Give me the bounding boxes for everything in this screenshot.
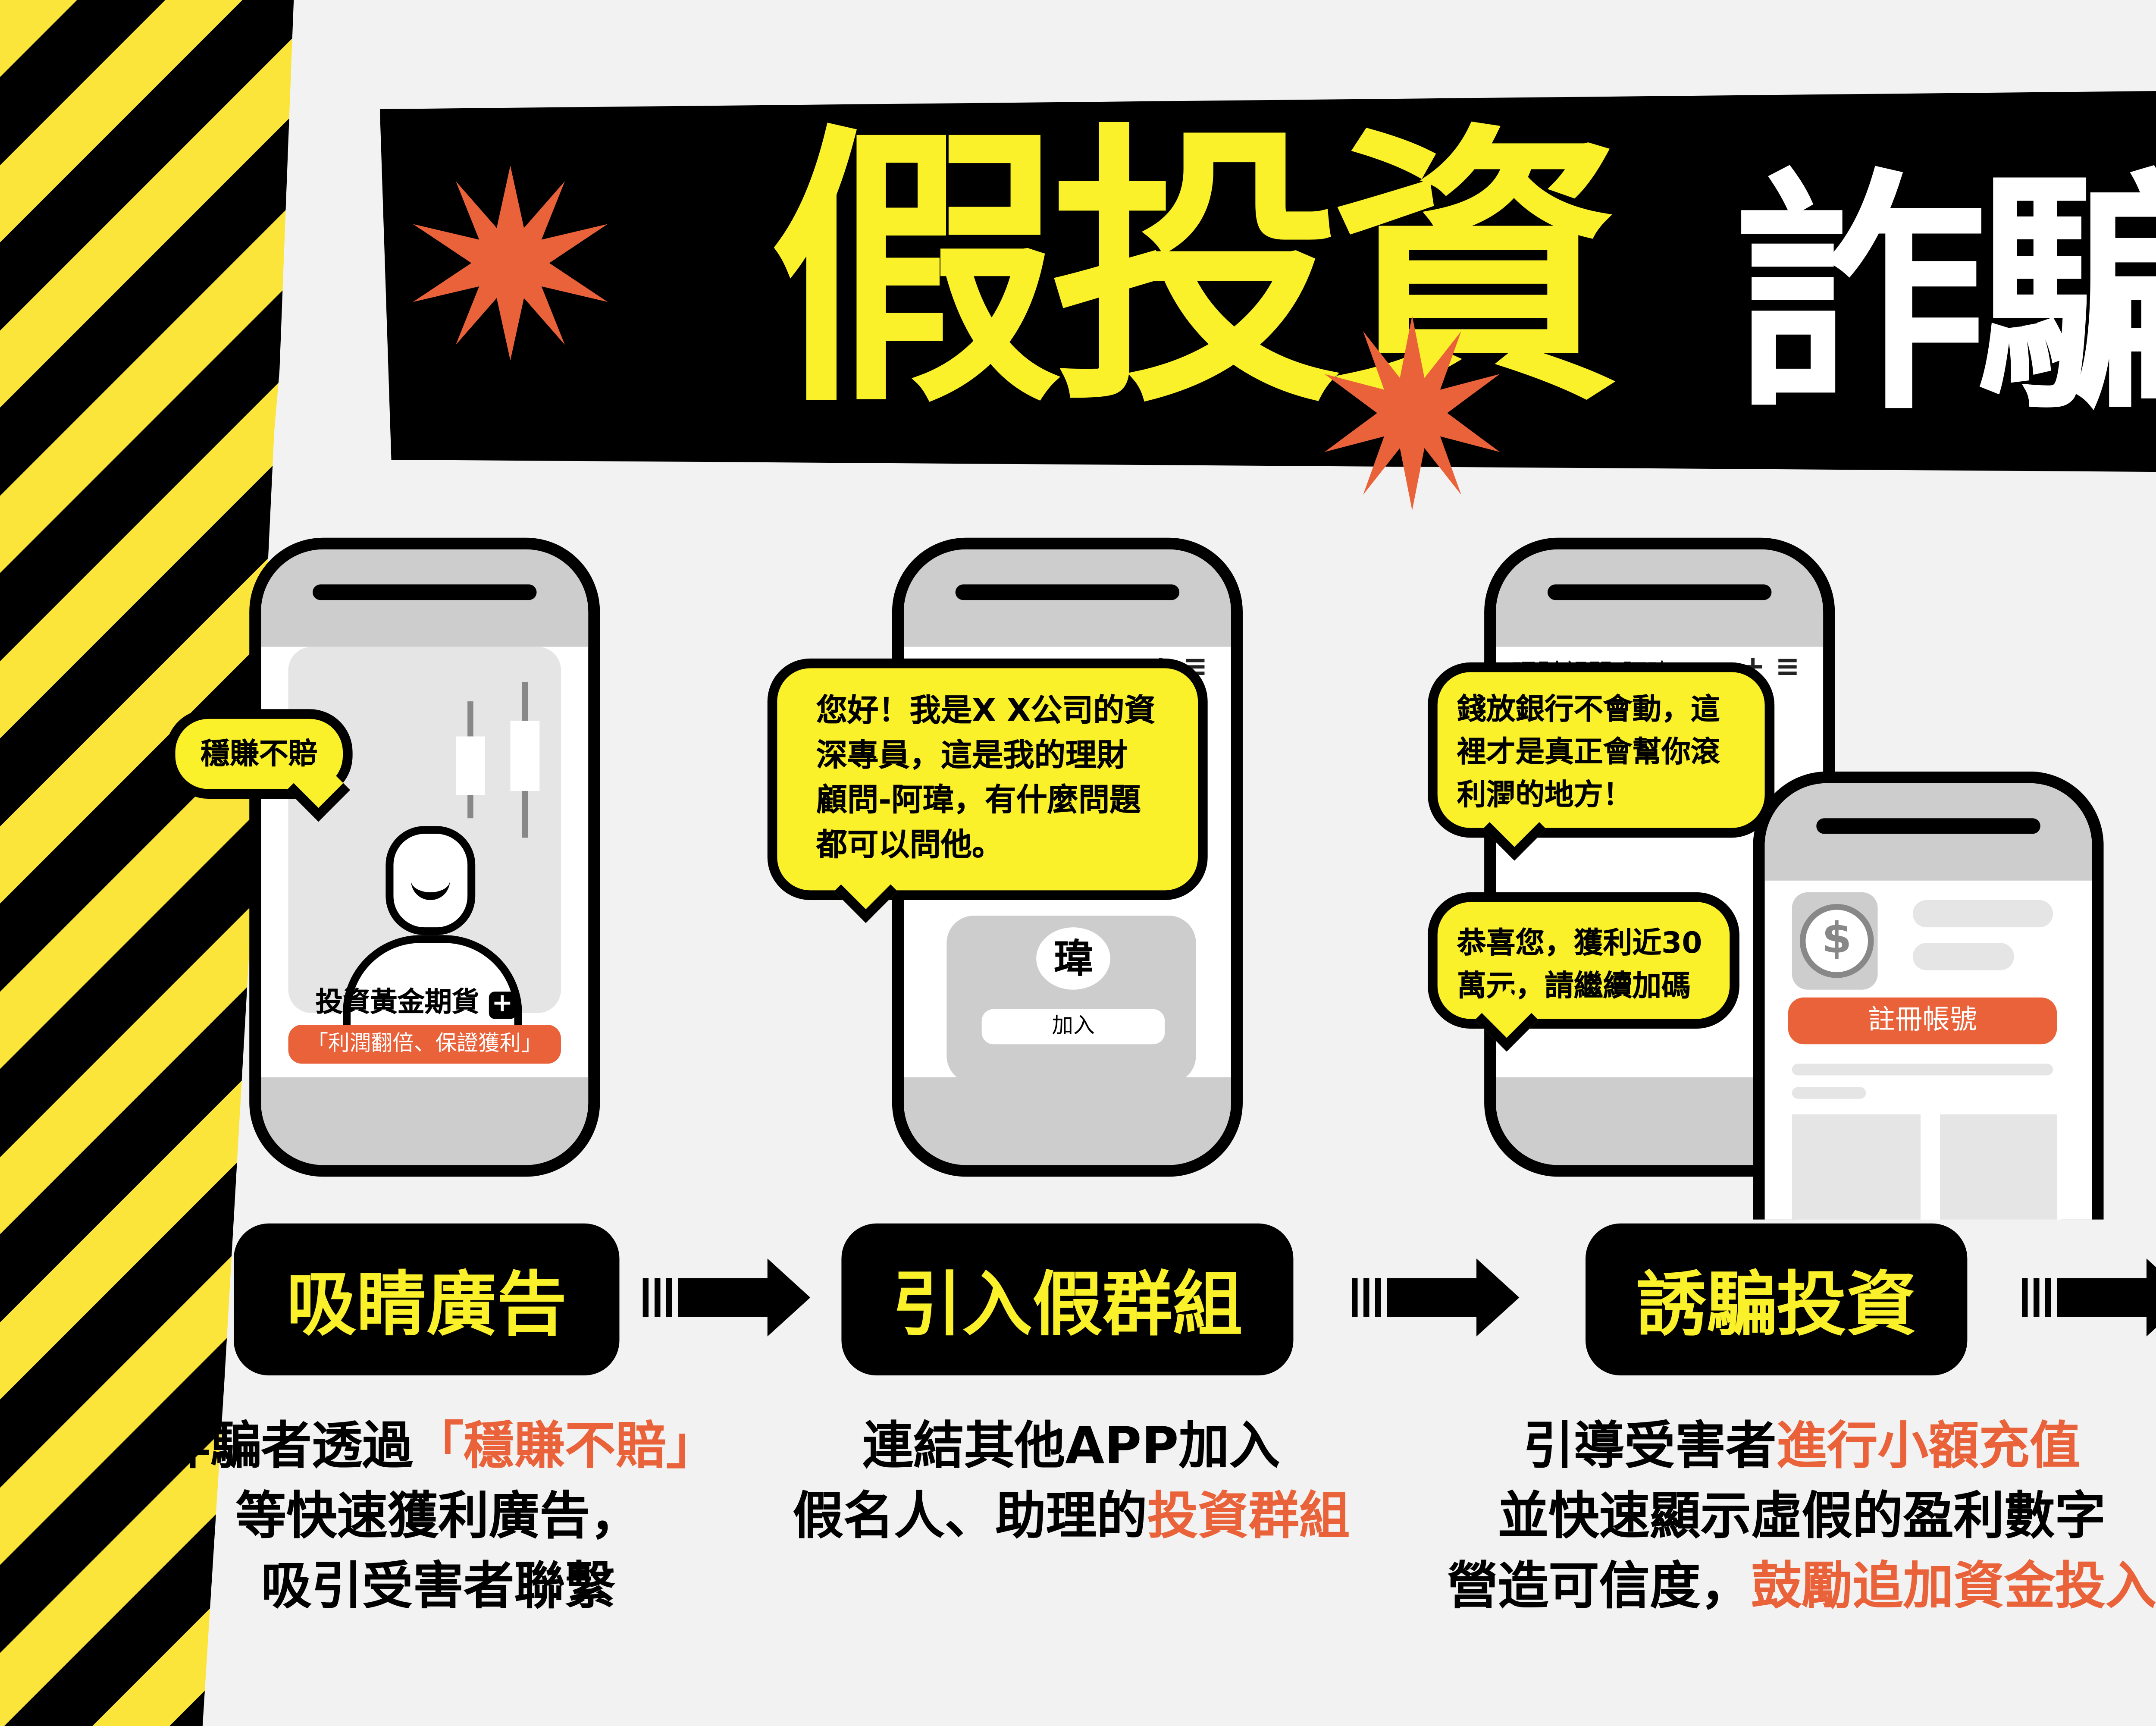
arrow-right-icon	[1351, 1258, 1527, 1337]
title-banner	[379, 85, 2156, 476]
candlestick	[510, 721, 540, 791]
ad-title: 投資黃金期貨	[315, 988, 479, 1019]
step-1-attractive-ad: 吸睛廣告	[234, 1223, 620, 1376]
phone-notch	[313, 584, 537, 600]
arrow-right-icon	[642, 1258, 818, 1337]
join-button[interactable]: 加入	[981, 1009, 1165, 1045]
speech-bubble: 錢放銀行不會動，這 裡才是真正會幫你滾 利潤的地方！	[1428, 662, 1775, 861]
title-fake-investment: 假投資	[769, 103, 1623, 442]
arrow-right-icon	[2021, 1258, 2156, 1337]
ad-tagline: 「利潤翻倍、保證獲利」	[288, 1025, 561, 1064]
phone-ad: 投資黃金期貨 + 「利潤翻倍、保證獲利」	[249, 537, 600, 1177]
step-3-description: 引導受害者進行小額充值 並快速顯示虛假的盈利數字 營造可信度，鼓勵追加資金投入	[1447, 1418, 2156, 1617]
smile	[411, 877, 450, 900]
phone-notch	[1547, 584, 1772, 600]
avatar: 瑋	[1036, 927, 1110, 990]
phone-notch	[955, 584, 1180, 600]
title-fraud: 詐騙	[1733, 148, 2156, 444]
step-1-description: 詐騙者透過「穩賺不賠」 等快速獲利廣告， 吸引受害者聯繫	[160, 1418, 717, 1617]
step-2-fake-group: 引入假群組	[841, 1223, 1294, 1376]
group-card: 瑋 加入	[946, 916, 1196, 1083]
candlestick	[456, 736, 485, 795]
step-2-description: 連結其他APP加入 假名人、助理的投資群組	[793, 1418, 1350, 1547]
dollar-icon: $	[1799, 904, 1874, 978]
phone-investment-app: $ 註冊帳號	[1753, 771, 2104, 1220]
speech-bubble: 穩賺不賠	[165, 709, 353, 822]
ad-image	[288, 646, 561, 1048]
step-3-lure-investment: 誘騙投資	[1586, 1223, 1968, 1376]
speech-bubble: 恭喜您，獲利近30 萬元，請繼續加碼	[1428, 892, 1739, 1052]
speech-bubble: 您好！我是X X公司的資 深專員，這是我的理財 顧問-阿瑋，有什麼問題 都可以問…	[767, 658, 1208, 923]
phone-notch	[1816, 818, 2040, 834]
register-button[interactable]: 註冊帳號	[1788, 997, 2057, 1045]
plus-icon[interactable]: +	[489, 991, 516, 1019]
